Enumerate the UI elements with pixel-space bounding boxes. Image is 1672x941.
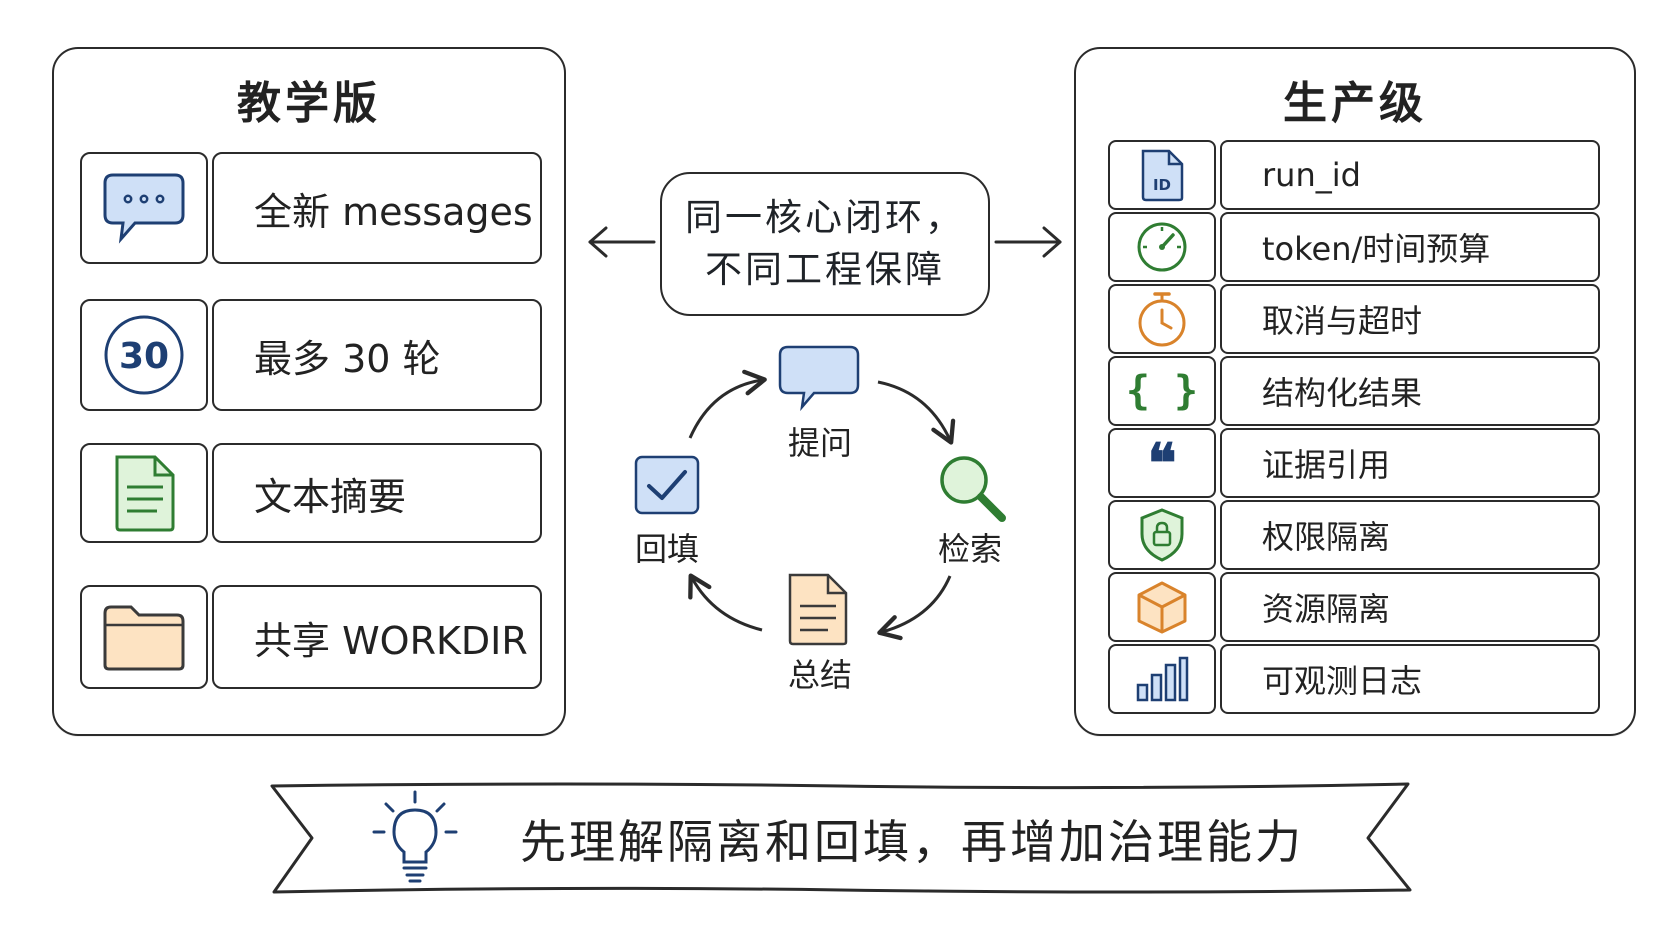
teaching-row-30-rounds: 30 最多 30 轮: [80, 299, 542, 411]
teaching-label-30-rounds: 最多 30 轮: [212, 299, 542, 411]
teaching-label-text-summary: 文本摘要: [212, 443, 542, 543]
production-panel: 生产级 ID run_id token/时间预算: [1074, 47, 1636, 736]
number-30-icon-box: 30: [80, 299, 208, 411]
production-label-cancel-timeout: 取消与超时: [1220, 284, 1600, 354]
production-row-observability-log: 可观测日志: [1108, 644, 1600, 714]
number-30-icon-text: 30: [119, 336, 169, 377]
production-label-structured-result: 结构化结果: [1220, 356, 1600, 426]
folder-icon: [103, 605, 185, 671]
bubble-line-2: 不同工程保障: [705, 248, 945, 291]
teaching-label-shared-workdir: 共享 WORKDIR: [212, 585, 542, 689]
cycle-label-search: 检索: [937, 530, 1002, 568]
production-row-structured-result: { } 结构化结果: [1108, 356, 1600, 426]
teaching-label-messages: 全新 messages: [212, 152, 542, 264]
id-file-icon-box: ID: [1108, 140, 1216, 210]
teaching-row-messages: 全新 messages: [80, 152, 542, 264]
teaching-version-panel: 教学版 全新 messages 30 最多 30 轮: [52, 47, 566, 736]
core-loop-bubble: 同一核心闭环， 不同工程保障: [660, 172, 990, 316]
production-row-budget: token/时间预算: [1108, 212, 1600, 282]
shield-lock-icon: [1140, 508, 1184, 562]
cube-icon: [1137, 581, 1187, 634]
production-label-resource-isolation: 资源隔离: [1220, 572, 1600, 642]
summary-doc-icon: [788, 573, 848, 646]
teaching-row-text-summary: 文本摘要: [80, 443, 542, 543]
magnifier-icon: [940, 456, 1006, 522]
production-label-run-id: run_id: [1220, 140, 1600, 210]
stopwatch-icon: [1138, 292, 1186, 347]
teaching-version-title: 教学版: [237, 78, 381, 129]
id-file-icon: ID: [1141, 149, 1184, 202]
cycle-label-summary: 总结: [787, 656, 852, 694]
ask-chat-icon: [778, 345, 860, 412]
quote-icon: ❝: [1147, 431, 1177, 495]
production-row-cancel-timeout: 取消与超时: [1108, 284, 1600, 354]
production-label-permission-isolation: 权限隔离: [1220, 500, 1600, 570]
cycle-label-fill-back: 回填: [634, 530, 699, 568]
right-arrow-icon: [994, 226, 1062, 258]
takeaway-banner: [270, 782, 1412, 894]
document-icon-box: [80, 443, 208, 543]
arrow-fill-to-ask: [688, 369, 767, 439]
document-icon: [115, 455, 175, 532]
production-row-permission-isolation: 权限隔离: [1108, 500, 1600, 570]
quote-icon-box: ❝: [1108, 428, 1216, 498]
number-30-icon: 30: [104, 315, 184, 395]
bar-chart-icon: [1136, 656, 1189, 702]
production-row-resource-isolation: 资源隔离: [1108, 572, 1600, 642]
checkbox-icon: [634, 455, 700, 515]
folder-icon-box: [80, 585, 208, 689]
arrow-ask-to-search: [877, 380, 956, 445]
gauge-icon: [1137, 222, 1187, 272]
shield-lock-icon-box: [1108, 500, 1216, 570]
bar-chart-icon-box: [1108, 644, 1216, 714]
chat-bubble-icon-box: [80, 152, 208, 264]
left-arrow-icon: [588, 226, 656, 258]
cube-icon-box: [1108, 572, 1216, 642]
takeaway-text: 先理解隔离和回填，再增加治理能力: [520, 815, 1304, 869]
production-row-evidence-citation: ❝ 证据引用: [1108, 428, 1600, 498]
stopwatch-icon-box: [1108, 284, 1216, 354]
curly-braces-icon-box: { }: [1108, 356, 1216, 426]
id-file-icon-text: ID: [1153, 176, 1171, 194]
production-label-observability-log: 可观测日志: [1220, 644, 1600, 714]
production-label-budget: token/时间预算: [1220, 212, 1600, 282]
curly-braces-icon: { }: [1125, 368, 1199, 414]
production-row-run-id: ID run_id: [1108, 140, 1600, 210]
chat-bubble-icon: [103, 173, 185, 244]
production-title: 生产级: [1283, 78, 1427, 129]
arrow-search-to-summary: [877, 575, 952, 641]
arrow-summary-to-fill: [688, 573, 763, 632]
bubble-line-1: 同一核心闭环，: [685, 196, 965, 239]
teaching-row-shared-workdir: 共享 WORKDIR: [80, 585, 542, 689]
cycle-arrows: [688, 369, 956, 641]
cycle-label-ask: 提问: [787, 424, 852, 462]
gauge-icon-box: [1108, 212, 1216, 282]
production-label-evidence-citation: 证据引用: [1220, 428, 1600, 498]
lightbulb-icon: [372, 790, 458, 883]
